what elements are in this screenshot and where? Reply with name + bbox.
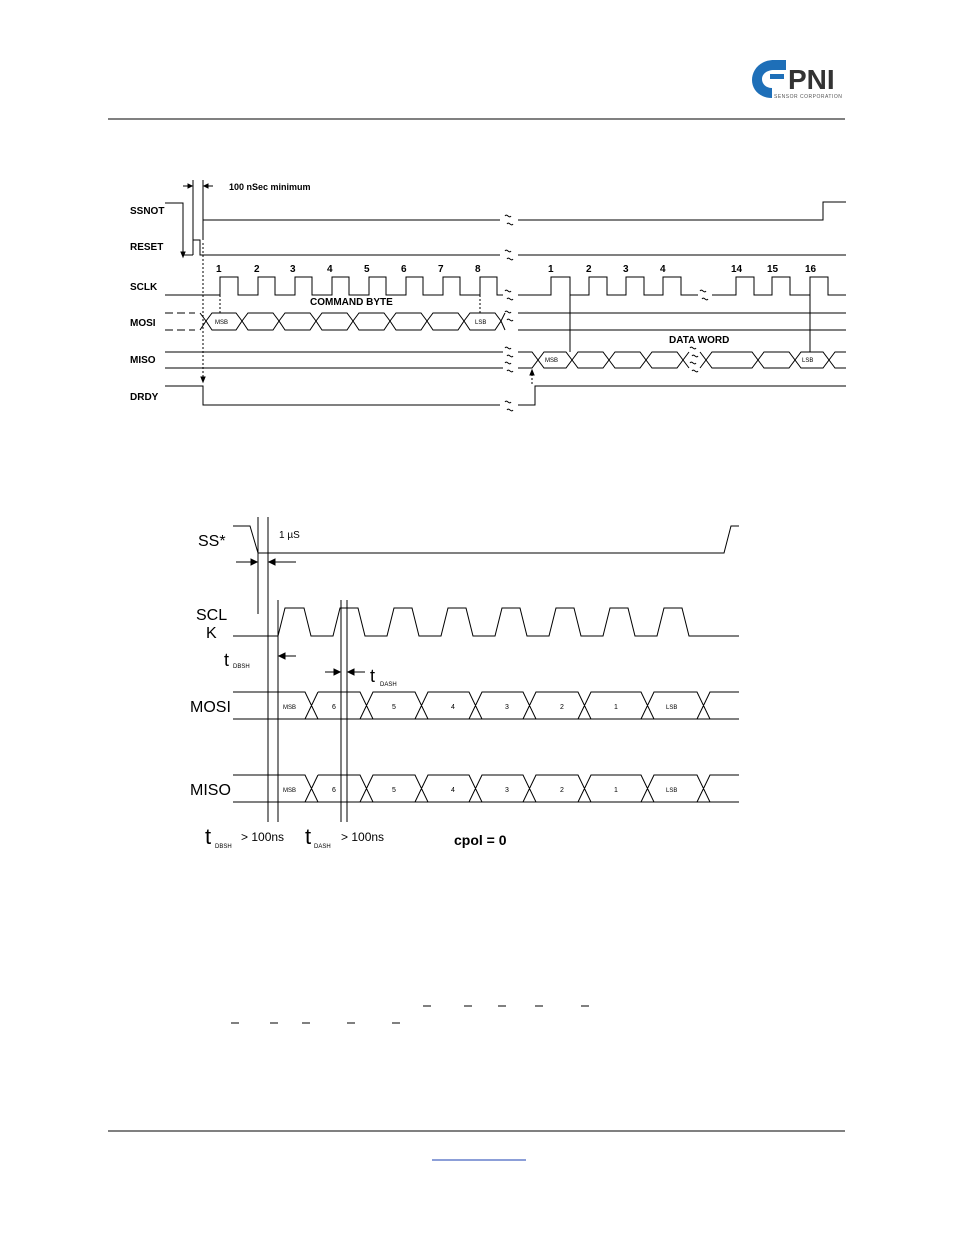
logo-subtext: SENSOR CORPORATION xyxy=(774,94,842,100)
clock-number: 2 xyxy=(254,264,260,275)
footer-t-dbsh-subscript: DBSH xyxy=(215,844,232,850)
dash-arrow-head-right xyxy=(348,669,354,675)
clock-number: 4 xyxy=(660,264,666,275)
clock-number: 15 xyxy=(767,264,779,275)
clock-number: 14 xyxy=(731,264,743,275)
ssnot-waveform xyxy=(165,203,193,255)
miso-bit-label: MSB xyxy=(283,788,296,794)
mosi-dashed-pre xyxy=(165,313,195,330)
miso-bit-label: 4 xyxy=(451,787,455,794)
sclk-label-line2: K xyxy=(206,625,217,642)
mosi-bit-label: 2 xyxy=(560,704,564,711)
reset-waveform xyxy=(193,240,846,255)
ssnot-low-line xyxy=(203,202,846,220)
mosi-idle-b xyxy=(518,313,846,330)
t-dash-symbol: t xyxy=(370,666,375,686)
mosi-bit-label: 1 xyxy=(614,704,618,711)
miso-bit-label: 5 xyxy=(392,787,396,794)
clock-number: 8 xyxy=(475,264,481,275)
t-dbsh-symbol: t xyxy=(224,650,229,670)
t-dash-subscript: DASH xyxy=(380,682,397,688)
miso-bit-label: 3 xyxy=(505,787,509,794)
data-word-label: DATA WORD xyxy=(669,335,729,346)
mosi-msb-label: MSB xyxy=(215,320,228,326)
footer-dash-spec: > 100ns xyxy=(341,830,384,844)
clock-number: 3 xyxy=(290,264,296,275)
mosi-bit-label: LSB xyxy=(666,705,677,711)
sclk-label-line1: SCL xyxy=(196,607,227,624)
miso-idle-a xyxy=(165,352,503,368)
signal-label-ssnot: SSNOT xyxy=(130,206,164,217)
ss-waveform xyxy=(233,526,739,553)
one-us-label: 1 µS xyxy=(279,530,300,541)
miso-lsb-label: LSB xyxy=(802,358,813,364)
footer-t-dash-symbol: t xyxy=(305,824,311,849)
signal-label-reset: RESET xyxy=(130,242,163,253)
mosi-lsb-label: LSB xyxy=(475,320,486,326)
signal-label-miso: MISO xyxy=(130,355,156,366)
miso-detail-waveform xyxy=(233,775,739,802)
clock-number: 3 xyxy=(623,264,629,275)
signal-label-drdy: DRDY xyxy=(130,392,159,403)
mosi-detail-label: MOSI xyxy=(190,699,231,716)
clock-number: 5 xyxy=(364,264,370,275)
miso-bit-label: LSB xyxy=(666,788,677,794)
mosi-bit-label: 4 xyxy=(451,704,455,711)
drdy-drop-arrow xyxy=(201,377,205,382)
dbsh-arrow-head xyxy=(279,653,285,659)
ssnot-drop-arrow xyxy=(181,252,185,257)
sclk-detail-waveform xyxy=(233,608,739,636)
mosi-bit-label: MSB xyxy=(283,705,296,711)
miso-bit-label: 2 xyxy=(560,787,564,794)
miso-eye-b xyxy=(518,352,846,368)
footer-t-dbsh-symbol: t xyxy=(205,824,211,849)
logo-text: PNI xyxy=(788,64,835,95)
mosi-detail-waveform xyxy=(233,692,739,719)
clock-number: 2 xyxy=(586,264,592,275)
min-arrow-left-head xyxy=(188,184,192,188)
miso-bit-label: 6 xyxy=(332,787,336,794)
ss-arrow-left-head xyxy=(251,559,257,565)
logo-mark-bar xyxy=(770,74,784,79)
mosi-bit-label: 6 xyxy=(332,704,336,711)
clock-number: 4 xyxy=(327,264,333,275)
min-label: 100 nSec minimum xyxy=(229,182,311,192)
diagram1-labels: 100 nSec minimum SSNOT RESET SCLK MOSI M… xyxy=(130,182,817,403)
dash-arrow-head-left xyxy=(334,669,340,675)
spi-timing-detail xyxy=(233,517,739,822)
signal-label-sclk: SCLK xyxy=(130,282,158,293)
miso-bit-label: 1 xyxy=(614,787,618,794)
ss-label: SS* xyxy=(198,533,226,550)
mosi-eye-a xyxy=(200,313,505,330)
mosi-bit-label: 3 xyxy=(505,704,509,711)
mosi-bit-label: 5 xyxy=(392,704,396,711)
signal-label-mosi: MOSI xyxy=(130,318,156,329)
ss-arrow-right-head xyxy=(269,559,275,565)
min-arrow-right-head xyxy=(204,184,208,188)
miso-msb-label: MSB xyxy=(545,358,558,364)
command-byte-label: COMMAND BYTE xyxy=(310,297,393,308)
clock-number: 6 xyxy=(401,264,407,275)
overline-fragments xyxy=(231,1006,589,1023)
sclk-waveform-a xyxy=(165,277,503,295)
spi-timing-diagram xyxy=(165,180,846,411)
clock-number: 7 xyxy=(438,264,444,275)
drdy-arrow-head xyxy=(530,370,534,375)
clock-number: 1 xyxy=(548,264,554,275)
footer-dbsh-spec: > 100ns xyxy=(241,830,284,844)
t-dbsh-subscript: DBSH xyxy=(233,664,250,670)
clock-number: 16 xyxy=(805,264,817,275)
cpol-label: cpol = 0 xyxy=(454,832,507,848)
sclk-waveform-b xyxy=(518,277,846,295)
footer-t-dash-subscript: DASH xyxy=(314,844,331,850)
clock-number: 1 xyxy=(216,264,222,275)
miso-detail-label: MISO xyxy=(190,782,231,799)
pni-logo: PNI SENSOR CORPORATION xyxy=(752,60,842,100)
